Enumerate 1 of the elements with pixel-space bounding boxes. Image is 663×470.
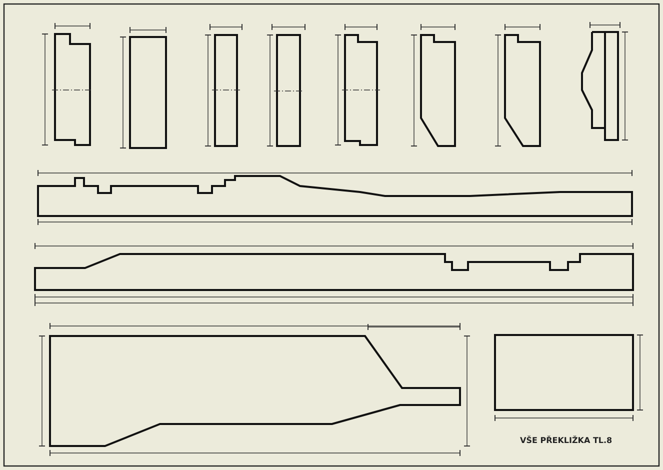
material-note: VŠE PŘEKLIŽKA TL.8 <box>520 436 612 445</box>
